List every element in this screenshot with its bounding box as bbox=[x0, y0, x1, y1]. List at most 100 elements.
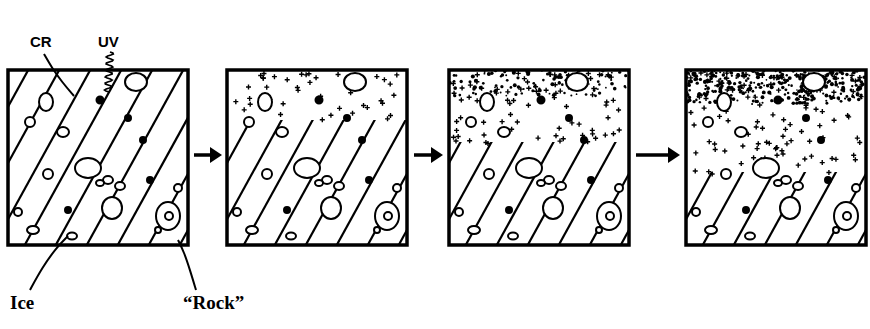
dust-cross bbox=[336, 72, 341, 77]
rock-grain bbox=[803, 73, 825, 91]
hatch-line bbox=[227, 120, 281, 245]
dust-cross bbox=[379, 98, 384, 103]
dust-dot bbox=[597, 88, 599, 90]
cr-ray bbox=[44, 54, 74, 96]
dust-dot bbox=[748, 84, 751, 87]
dust-cross bbox=[475, 98, 480, 103]
dust-dot bbox=[721, 80, 723, 82]
dust-dot bbox=[749, 87, 751, 89]
dust-cross bbox=[554, 133, 559, 138]
hatch-line bbox=[449, 142, 534, 245]
dust-cross bbox=[717, 114, 722, 119]
dust-dot bbox=[513, 83, 517, 87]
dust-cross bbox=[278, 112, 283, 117]
dust-dot bbox=[788, 84, 790, 86]
rock-grain bbox=[375, 202, 399, 230]
dust-dot bbox=[689, 80, 693, 84]
dust-dot bbox=[696, 81, 699, 84]
rock-grain bbox=[566, 115, 572, 121]
rock-grain bbox=[480, 93, 494, 111]
step-arrow-head bbox=[431, 147, 443, 163]
dust-dot bbox=[763, 85, 765, 87]
dust-dot bbox=[792, 92, 795, 95]
dust-dot bbox=[837, 86, 839, 88]
rock-grain bbox=[703, 117, 713, 127]
dust-dot bbox=[845, 95, 848, 98]
dust-cross bbox=[807, 139, 812, 144]
panel-border bbox=[227, 70, 407, 245]
dust-dot bbox=[735, 77, 737, 79]
uv-label: UV bbox=[98, 34, 119, 51]
dust-cross bbox=[753, 95, 758, 100]
rock-grain bbox=[57, 127, 69, 137]
dust-dot bbox=[741, 72, 744, 75]
rock-grain bbox=[366, 177, 372, 183]
dust-cross bbox=[394, 72, 399, 77]
dust-cross bbox=[459, 97, 464, 102]
dust-dot bbox=[552, 93, 556, 97]
dust-dot bbox=[766, 84, 770, 88]
dust-dot bbox=[745, 79, 748, 82]
rock-grain bbox=[538, 97, 545, 104]
hatch-line bbox=[494, 142, 596, 245]
hatch-line bbox=[241, 120, 343, 245]
dust-dot bbox=[741, 91, 745, 95]
dust-dot bbox=[453, 74, 456, 77]
dust-dot bbox=[748, 74, 750, 76]
dust-dot bbox=[453, 80, 456, 83]
dust-cross bbox=[481, 120, 486, 125]
dust-cross bbox=[693, 168, 698, 173]
dust-dot bbox=[835, 72, 838, 75]
dust-cross bbox=[451, 135, 456, 140]
rock-grain bbox=[843, 212, 851, 220]
dust-dot bbox=[534, 84, 536, 86]
dust-cross bbox=[500, 119, 505, 124]
dust-cross bbox=[788, 122, 793, 127]
rock-grain bbox=[276, 127, 288, 137]
dust-cross bbox=[505, 98, 510, 103]
rock-grain bbox=[384, 212, 392, 220]
hatch-line bbox=[700, 172, 802, 245]
rock-grain bbox=[597, 202, 621, 230]
dust-cross bbox=[611, 98, 616, 103]
dust-dot bbox=[847, 98, 851, 102]
rock-grain bbox=[125, 73, 147, 91]
panel-border bbox=[449, 70, 629, 245]
dust-dot bbox=[795, 97, 799, 101]
dust-dot bbox=[759, 86, 762, 89]
rock-grain bbox=[745, 233, 755, 240]
dust-cross bbox=[855, 136, 860, 141]
dust-cross bbox=[727, 80, 732, 85]
dust-cross bbox=[757, 102, 762, 107]
dust-dot bbox=[836, 72, 839, 75]
dust-dot bbox=[610, 79, 612, 81]
dust-dot bbox=[831, 82, 834, 85]
dust-cross bbox=[526, 103, 531, 108]
dust-dot bbox=[759, 87, 761, 89]
dust-cross bbox=[544, 88, 549, 93]
rock-grain bbox=[588, 177, 594, 183]
dust-cross bbox=[606, 115, 611, 120]
dust-dot bbox=[825, 73, 829, 77]
rock-grain bbox=[125, 115, 131, 121]
dust-dot bbox=[624, 74, 627, 77]
dust-cross bbox=[328, 113, 333, 118]
dust-cross bbox=[726, 118, 731, 123]
rock-grain bbox=[735, 127, 747, 137]
dust-dot bbox=[494, 86, 496, 88]
dust-dot bbox=[625, 87, 627, 89]
dust-cross bbox=[853, 157, 858, 162]
rock-grain bbox=[596, 227, 602, 233]
dust-dot bbox=[688, 82, 690, 84]
dust-dot bbox=[719, 78, 721, 80]
dust-dot bbox=[857, 85, 861, 89]
dust-dot bbox=[840, 100, 843, 103]
rock-grain bbox=[705, 226, 717, 234]
rock-leader bbox=[178, 240, 196, 290]
rock-grain bbox=[115, 182, 125, 190]
dust-dot bbox=[751, 103, 753, 105]
dust-dot bbox=[836, 96, 840, 100]
rock-grain bbox=[818, 137, 824, 143]
dust-dot bbox=[830, 82, 834, 86]
dust-dot bbox=[781, 86, 784, 89]
